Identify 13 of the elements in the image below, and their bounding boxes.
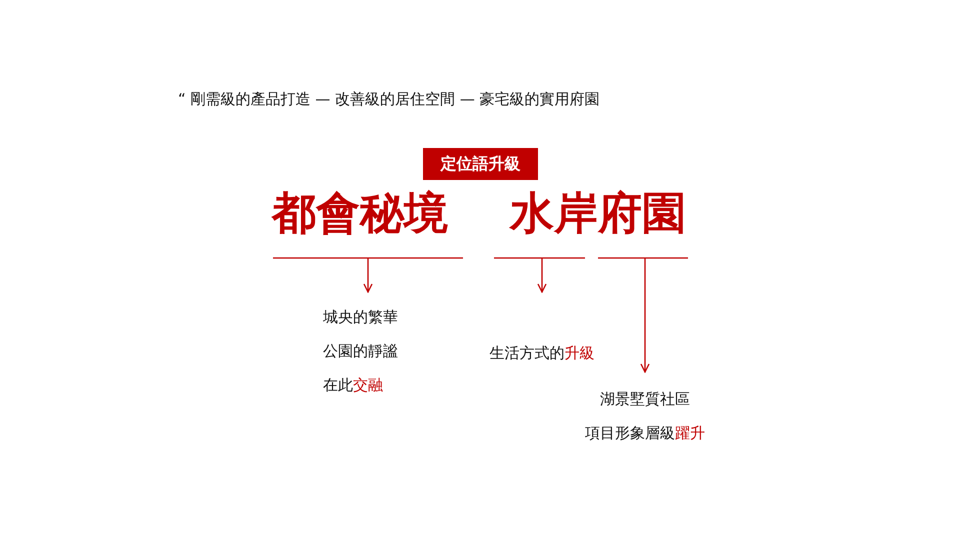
text-line: 生活方式的升級: [490, 343, 594, 364]
slogan-heading: 都會秘境: [263, 188, 457, 258]
text-line: 湖景墅質社區: [600, 389, 690, 410]
text-line: 在此交融: [323, 375, 383, 396]
text-line: 城央的繁華: [323, 307, 398, 328]
arrow: [537, 258, 547, 293]
title: “ 剛需級的產品打造 — 改善級的居住空間 — 豪宅級的實用府園: [178, 90, 600, 109]
arrow: [363, 258, 373, 293]
text-line: 公園的靜謐: [323, 341, 398, 362]
heading-tag: 定位語升級: [423, 148, 538, 180]
slogan-heading: 水岸府園: [500, 188, 696, 258]
text-line: 項目形象層級躍升: [585, 423, 705, 444]
arrow: [640, 258, 650, 373]
